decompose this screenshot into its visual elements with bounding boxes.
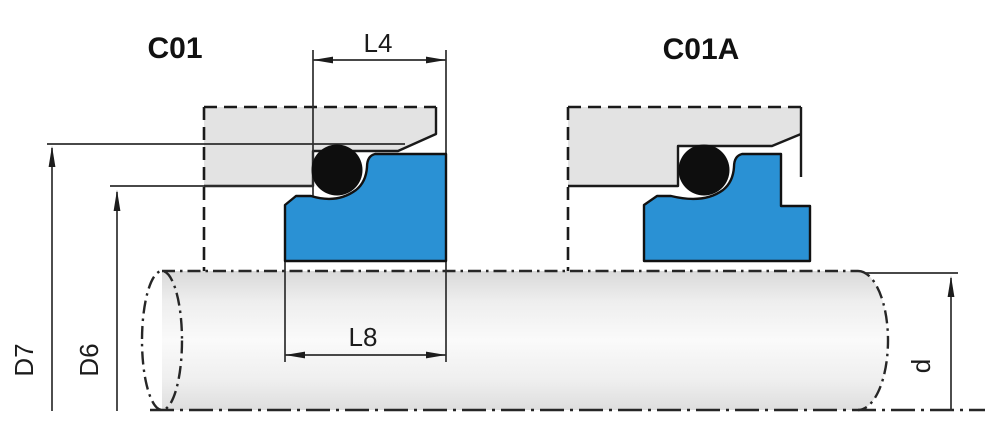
label-l4: L4 <box>364 28 393 58</box>
label-d6: D6 <box>74 343 104 376</box>
seal-c01 <box>283 144 448 263</box>
dim-d7-arrow <box>48 146 56 167</box>
shaft-right-end-arc <box>857 269 890 412</box>
shaft-body <box>162 271 889 410</box>
dim-l8-arrow-right <box>426 351 446 359</box>
seal-c01-profile <box>283 152 448 263</box>
dim-l4-arrow-left <box>313 56 333 64</box>
housing-c01-fill <box>204 107 436 186</box>
housing-c01a-solid-outline <box>568 107 803 188</box>
housing-c01a-fill <box>568 107 801 186</box>
seal-c01a-profile <box>642 152 812 263</box>
shaft-left-end-ellipse <box>140 269 184 412</box>
title-c01: C01 <box>147 32 202 65</box>
housing-c01a-dashed-outline <box>566 105 801 271</box>
housing-c01a <box>566 105 803 271</box>
seal-c01-o-ring <box>311 144 363 196</box>
dim-l8-arrow-left <box>285 351 305 359</box>
dim-l4-arrow-right <box>426 56 446 64</box>
housing-c01-dashed-outline <box>202 105 436 271</box>
seal-c01a <box>642 144 812 263</box>
label-d: d <box>906 359 936 373</box>
dim-d-arrow <box>947 276 955 297</box>
dim-d6-arrow <box>113 190 121 211</box>
label-l8: L8 <box>349 322 378 352</box>
seal-c01a-o-ring <box>678 144 730 196</box>
label-d7: D7 <box>9 343 39 376</box>
labels: C01 C01A L4 L8 D7 D6 d <box>9 28 936 377</box>
shaft <box>140 269 985 412</box>
title-c01a: C01A <box>663 33 740 66</box>
